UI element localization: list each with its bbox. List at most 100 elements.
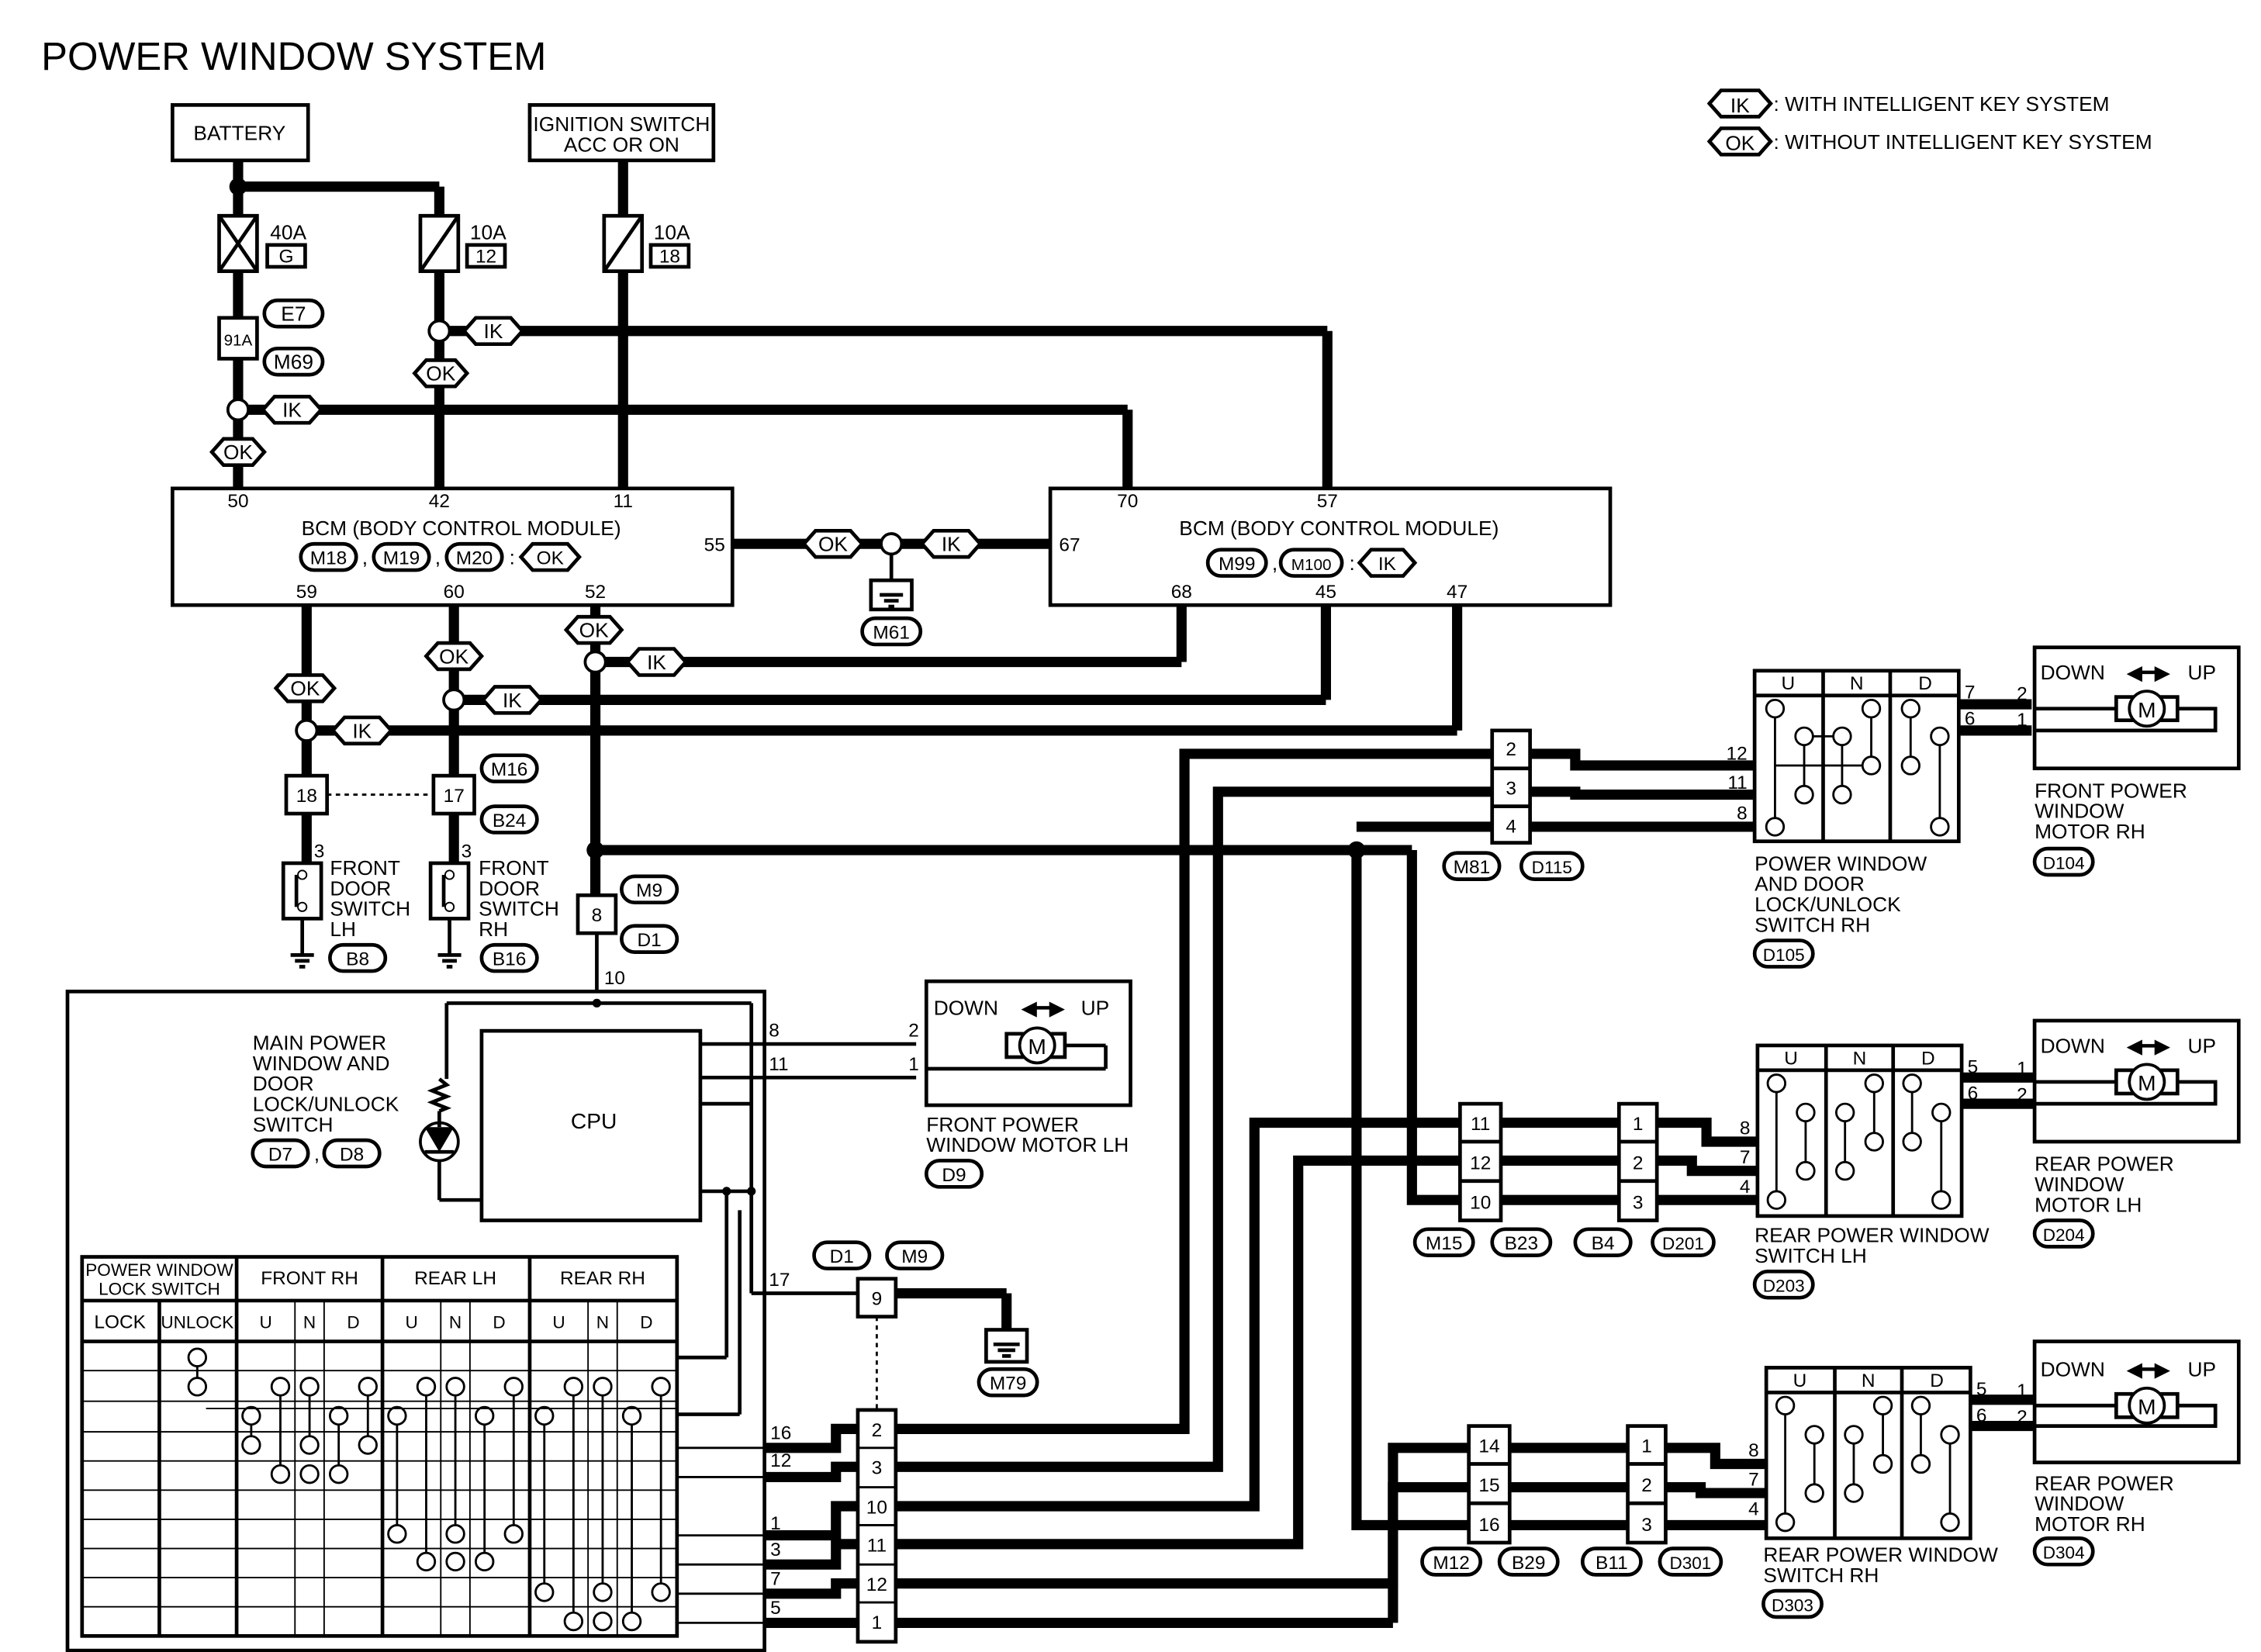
- svg-text:17: 17: [444, 786, 465, 807]
- svg-text:REAR RH: REAR RH: [560, 1268, 645, 1289]
- svg-text:3: 3: [872, 1458, 883, 1479]
- svg-text:12: 12: [475, 246, 496, 267]
- svg-text:7: 7: [1740, 1147, 1751, 1168]
- svg-text:11: 11: [769, 1054, 788, 1075]
- svg-text:D204: D204: [2043, 1225, 2085, 1245]
- svg-text:OK: OK: [426, 362, 455, 385]
- svg-text:67: 67: [1059, 535, 1080, 556]
- svg-text:5: 5: [770, 1598, 781, 1619]
- svg-text:42: 42: [429, 491, 450, 512]
- svg-text:3: 3: [770, 1540, 781, 1560]
- svg-text:D1: D1: [830, 1246, 854, 1267]
- svg-text:DOWN: DOWN: [2041, 1358, 2105, 1381]
- rear-rh-block: 14 15 16 1 2 3 8 7 4 M12 B29 B11 D301 U …: [1388, 1339, 2241, 1623]
- svg-text:4: 4: [1740, 1177, 1751, 1198]
- svg-text:LOCK SWITCH: LOCK SWITCH: [99, 1279, 220, 1298]
- svg-text:1: 1: [908, 1054, 919, 1075]
- svg-text::: :: [1349, 551, 1354, 575]
- svg-text:FRONT RH: FRONT RH: [261, 1268, 358, 1289]
- svg-text:FRONT POWER: FRONT POWER: [2035, 779, 2187, 802]
- svg-text:M69: M69: [274, 351, 313, 374]
- svg-text:M: M: [2138, 1395, 2156, 1419]
- svg-text:B24: B24: [493, 810, 526, 831]
- svg-text:M81: M81: [1454, 857, 1491, 878]
- svg-text:E7: E7: [281, 302, 306, 326]
- svg-text:MOTOR RH: MOTOR RH: [2035, 1512, 2145, 1536]
- svg-text:1: 1: [2017, 1059, 2028, 1080]
- svg-text:7: 7: [770, 1569, 781, 1590]
- svg-text:M: M: [2138, 697, 2156, 722]
- bcm-link: OK IK M61: [732, 528, 1051, 647]
- svg-text:D304: D304: [2043, 1543, 2085, 1563]
- svg-text:57: 57: [1317, 491, 1338, 512]
- svg-text:D201: D201: [1662, 1234, 1704, 1253]
- svg-text:D203: D203: [1763, 1277, 1805, 1296]
- svg-text:18: 18: [659, 246, 680, 267]
- svg-text:OK: OK: [1725, 132, 1755, 155]
- svg-text:B16: B16: [493, 949, 526, 970]
- svg-text:M: M: [1028, 1034, 1046, 1059]
- svg-text:68: 68: [1171, 582, 1192, 603]
- svg-text:2: 2: [2017, 1084, 2028, 1105]
- svg-text:G: G: [279, 246, 294, 267]
- svg-text:DOWN: DOWN: [2041, 1034, 2105, 1057]
- svg-text:,: ,: [1272, 551, 1277, 575]
- svg-text:REAR LH: REAR LH: [414, 1268, 496, 1289]
- svg-text:D1: D1: [637, 930, 661, 951]
- svg-text:47: 47: [1447, 582, 1468, 603]
- svg-text:N: N: [303, 1313, 316, 1332]
- svg-text:UP: UP: [2187, 1358, 2216, 1381]
- svg-text:B11: B11: [1595, 1553, 1628, 1574]
- harness-wires: [895, 748, 1492, 1628]
- legend-ok-text: : WITHOUT INTELLIGENT KEY SYSTEM: [1774, 130, 2152, 154]
- svg-text:OK: OK: [818, 533, 848, 556]
- svg-text:U: U: [1784, 1048, 1798, 1069]
- svg-text:AND DOOR: AND DOOR: [1755, 873, 1865, 896]
- svg-text:D303: D303: [1772, 1595, 1813, 1615]
- svg-text:3: 3: [1506, 779, 1516, 800]
- svg-text:UNLOCK: UNLOCK: [161, 1313, 233, 1332]
- svg-text:91A: 91A: [224, 332, 253, 350]
- svg-text:D105: D105: [1763, 945, 1805, 965]
- svg-text:SWITCH LH: SWITCH LH: [1755, 1244, 1867, 1267]
- motor-front-lh: DOWN UP ◀━▶ M 2 1 FRONT POWER WINDOW MOT…: [908, 979, 1132, 1189]
- svg-text:11: 11: [867, 1535, 887, 1556]
- bcm-right: 70 57 BCM (BODY CONTROL MODULE) M99 , M1…: [1048, 486, 1613, 607]
- svg-text:5: 5: [1976, 1379, 1987, 1400]
- svg-text:U: U: [260, 1313, 272, 1332]
- svg-text:2: 2: [872, 1420, 883, 1441]
- svg-text:B4: B4: [1592, 1233, 1615, 1254]
- svg-text:UP: UP: [2187, 661, 2216, 684]
- svg-text:IK: IK: [282, 399, 302, 422]
- svg-text:◀━▶: ◀━▶: [2127, 1358, 2170, 1381]
- svg-text:,: ,: [362, 546, 368, 569]
- svg-text:15: 15: [1478, 1475, 1499, 1496]
- svg-text:◀━▶: ◀━▶: [2127, 661, 2170, 684]
- svg-text:D8: D8: [340, 1144, 364, 1165]
- svg-text:REAR POWER WINDOW: REAR POWER WINDOW: [1763, 1543, 1998, 1566]
- svg-text:8: 8: [1740, 1118, 1751, 1139]
- rear-lh-block: 11 12 10 1 2 3 8 7 4 M15 B23 B4 D201 U N…: [1412, 1018, 2241, 1300]
- svg-text:D: D: [1930, 1370, 1944, 1391]
- svg-text:LOCK/UNLOCK: LOCK/UNLOCK: [1755, 893, 1901, 916]
- svg-text:11: 11: [1727, 772, 1747, 793]
- ignition-label-2: ACC OR ON: [564, 133, 679, 157]
- svg-text:59: 59: [296, 582, 317, 603]
- svg-text:M16: M16: [491, 759, 528, 780]
- svg-text:10: 10: [604, 968, 625, 989]
- svg-text:OK: OK: [579, 619, 609, 642]
- svg-text:WINDOW AND: WINDOW AND: [253, 1052, 390, 1075]
- svg-text:M15: M15: [1426, 1233, 1463, 1254]
- svg-text:D301: D301: [1669, 1554, 1711, 1573]
- front-rh-block: 2 3 4 M81 D115 12 11 8 U N D: [1442, 645, 2241, 969]
- svg-text:17: 17: [769, 1270, 790, 1291]
- svg-text:IK: IK: [647, 651, 666, 674]
- svg-text:DOOR: DOOR: [253, 1072, 314, 1095]
- svg-text:◀━▶: ◀━▶: [1022, 996, 1065, 1019]
- svg-text:2: 2: [2017, 1407, 2028, 1428]
- svg-text:1: 1: [1641, 1436, 1652, 1457]
- door-switch-area: OK IK OK IK OK IK 18 17 M16 B24 3 3 FRO: [273, 605, 1463, 1004]
- svg-text:8: 8: [1748, 1440, 1759, 1461]
- svg-text:7: 7: [1748, 1470, 1759, 1491]
